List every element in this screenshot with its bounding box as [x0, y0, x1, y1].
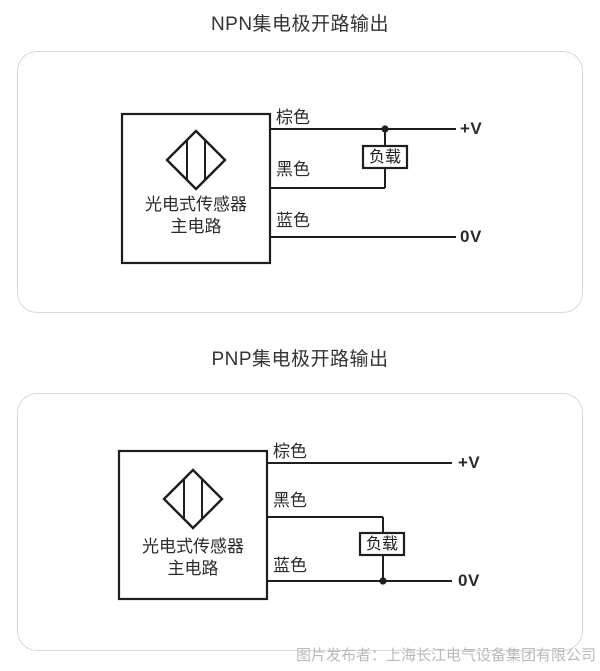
npn-panel [17, 51, 583, 313]
pnp-junction-dot [379, 577, 387, 585]
pnp-sensor-label-line1: 光电式传感器 [142, 537, 244, 556]
pnp-black-wire-label: 黑色 [273, 491, 307, 510]
npn-zero-terminal-label: 0V [460, 227, 482, 246]
pnp-load-label: 负载 [365, 536, 398, 553]
npn-junction-dot [381, 125, 389, 133]
npn-circuit [120, 112, 456, 265]
pnp-brown-wire-label: 棕色 [273, 442, 307, 461]
pnp-positive-terminal-label: +V [458, 453, 481, 472]
npn-positive-terminal-label: +V [460, 119, 483, 138]
pnp-sensor-box [117, 449, 269, 601]
npn-sensor-label-line2: 主电路 [170, 217, 222, 236]
npn-photoelectric-sensor-symbol-icon [165, 129, 227, 191]
npn-load-box [361, 144, 409, 170]
pnp-sensor-label: 光电式传感器 主电路 [119, 536, 267, 580]
pnp-blue-wire-label: 蓝色 [273, 556, 307, 575]
pnp-circuit [117, 449, 452, 601]
footer-publisher: 图片发布者：上海长江电气设备集团有限公司 [295, 647, 596, 664]
pnp-photoelectric-sensor-symbol-icon [162, 468, 224, 530]
npn-load-label: 负载 [368, 149, 401, 166]
pnp-sensor-label-line2: 主电路 [167, 559, 219, 578]
npn-sensor-label-line1: 光电式传感器 [145, 195, 247, 214]
pnp-zero-terminal-label: 0V [458, 571, 480, 590]
npn-brown-wire-label: 棕色 [276, 108, 310, 127]
npn-sensor-label: 光电式传感器 主电路 [122, 194, 270, 238]
pnp-panel [17, 393, 583, 651]
pnp-diagram-title: PNP集电极开路输出 [211, 349, 389, 370]
npn-blue-wire-label: 蓝色 [276, 211, 310, 230]
pnp-load-box [358, 531, 406, 557]
npn-black-wire-label: 黑色 [276, 160, 310, 179]
npn-diagram-title: NPN集电极开路输出 [210, 14, 390, 35]
